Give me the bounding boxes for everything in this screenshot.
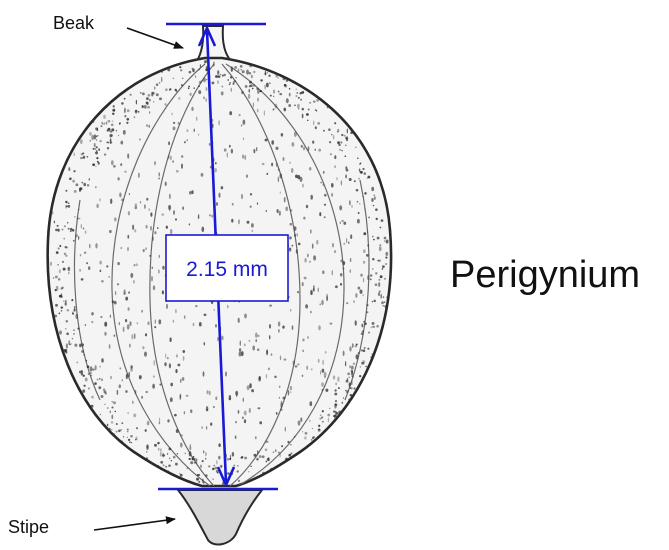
stipe-shape bbox=[175, 489, 265, 546]
stipe-pointer-arrow-icon bbox=[93, 516, 176, 531]
measurement-box bbox=[165, 234, 289, 302]
beak-label: Beak bbox=[53, 13, 95, 33]
stipple-texture bbox=[49, 58, 392, 486]
stipe-annotation: Stipe bbox=[8, 516, 176, 537]
vein-lines bbox=[73, 63, 370, 486]
arrowhead-top-icon bbox=[197, 26, 217, 47]
stipe-label: Stipe bbox=[8, 517, 49, 537]
arrowhead-bottom-icon bbox=[216, 466, 236, 487]
measurement-label: 2.15 mm bbox=[186, 258, 268, 281]
beak-pointer-arrow-icon bbox=[126, 27, 184, 49]
measurement-group: 2.15 mm bbox=[158, 22, 289, 491]
diagram-title: Perigynium bbox=[450, 254, 640, 296]
beak-annotation: Beak bbox=[53, 13, 184, 49]
